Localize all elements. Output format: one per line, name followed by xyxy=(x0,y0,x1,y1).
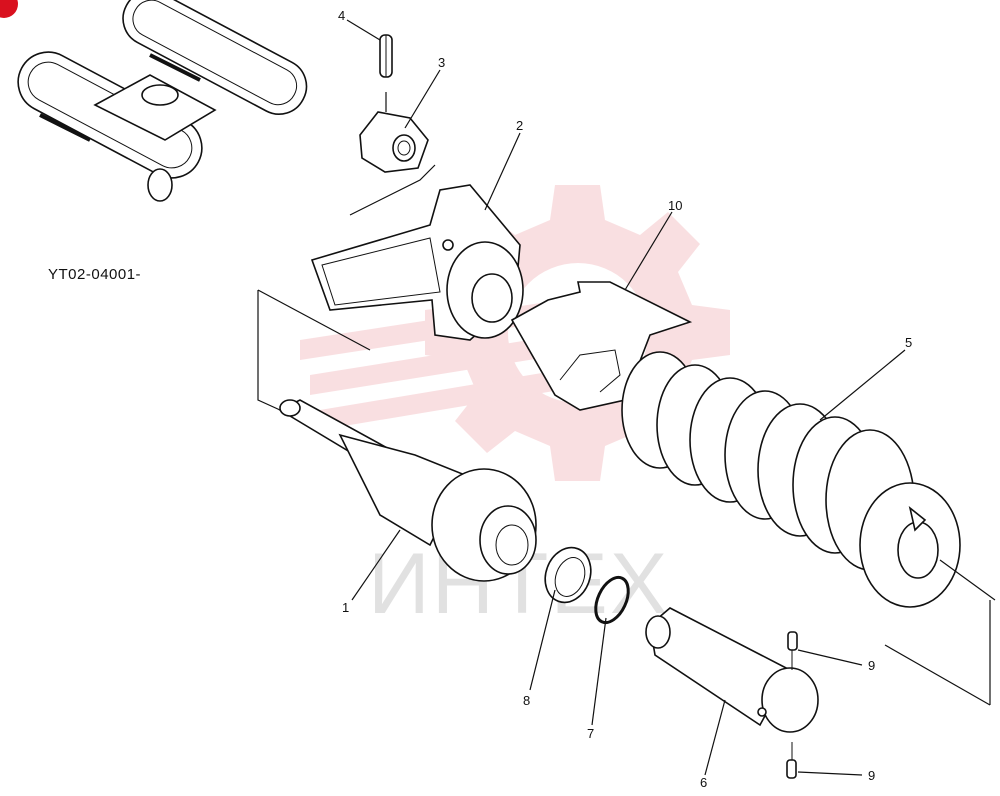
leader-lines xyxy=(346,19,906,776)
part-3-nut xyxy=(359,92,429,173)
part-9-pins xyxy=(786,631,798,779)
drawing-code: YT02-04001- xyxy=(48,266,142,283)
callout-3: 3 xyxy=(438,55,445,70)
part-7-o-ring xyxy=(594,575,630,625)
part-8-seal xyxy=(544,546,592,604)
part-4-pin xyxy=(379,34,393,78)
callout-9-upper: 9 xyxy=(868,658,875,673)
callout-7: 7 xyxy=(587,726,594,741)
callout-8: 8 xyxy=(523,693,530,708)
part-1-rod xyxy=(257,289,537,582)
callout-1: 1 xyxy=(342,600,349,615)
callout-4: 4 xyxy=(338,8,345,23)
corner-badge xyxy=(0,0,18,18)
callout-9-lower: 9 xyxy=(868,768,875,783)
part-6-cylinder xyxy=(645,607,819,733)
callout-6: 6 xyxy=(700,775,707,790)
part-2-yoke-bracket xyxy=(310,164,524,341)
undercarriage-thumbnail xyxy=(17,0,308,202)
callout-10: 10 xyxy=(668,198,682,213)
part-5-recoil-spring xyxy=(621,351,996,706)
part-10-shim-plate xyxy=(510,281,693,411)
callout-5: 5 xyxy=(905,335,912,350)
callout-2: 2 xyxy=(516,118,523,133)
